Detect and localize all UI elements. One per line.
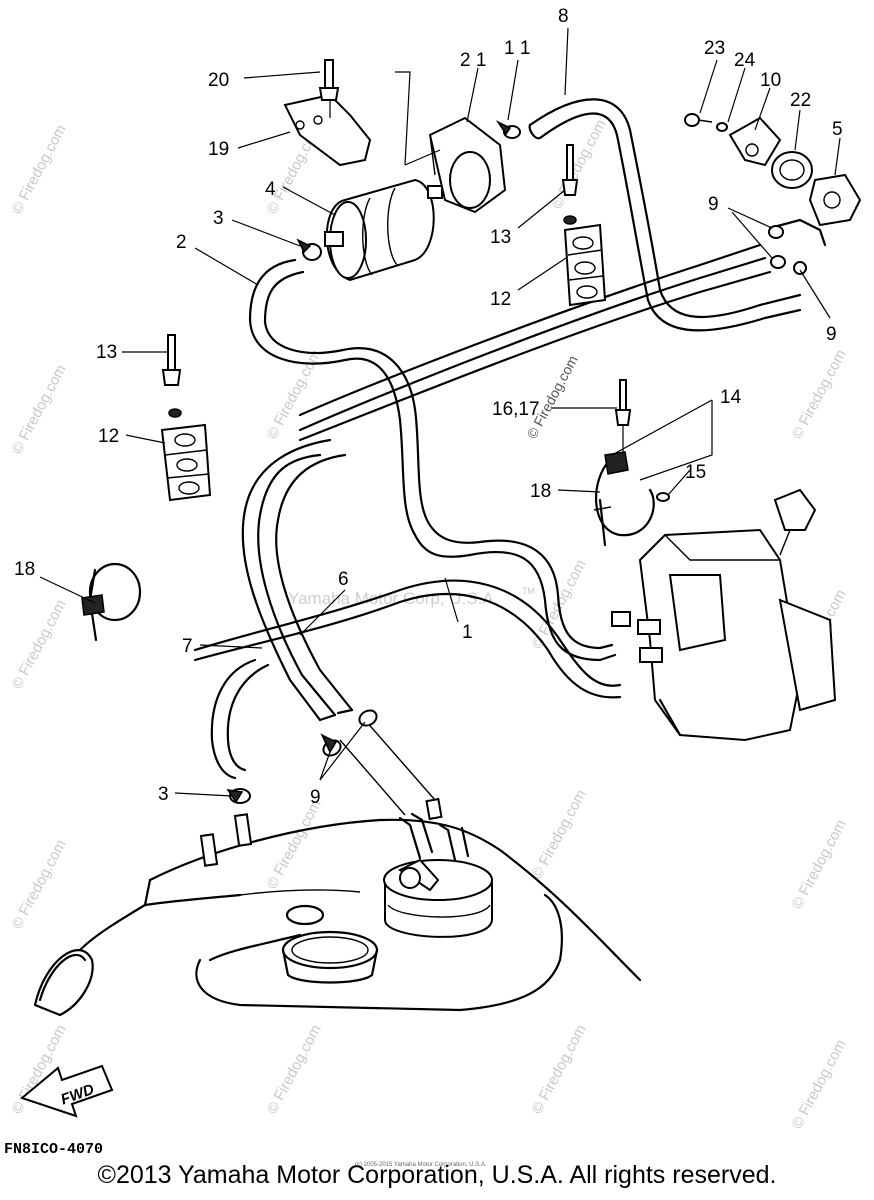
hoses (193, 98, 802, 816)
callout-10: 10 (760, 70, 781, 91)
callout-6: 6 (338, 569, 349, 590)
callout-2: 2 (176, 232, 187, 253)
callout-3: 3 (213, 208, 224, 229)
callout-3: 3 (158, 784, 169, 805)
cable-tie (81, 562, 142, 642)
hose-clamp (296, 238, 322, 261)
callout-9: 9 (826, 324, 837, 345)
tm-mark: TM (522, 586, 535, 596)
callout-18: 18 (14, 559, 35, 580)
watermark: © Firedog.com (9, 362, 70, 457)
callout-18: 18 (530, 481, 551, 502)
callout-13: 13 (490, 227, 511, 248)
hose-clamp (320, 709, 378, 757)
callout-16-17: 16,17 (492, 399, 540, 420)
hose-holder (561, 144, 607, 307)
callout-5: 5 (832, 119, 843, 140)
watermark: © Firedog.com (264, 1022, 325, 1117)
callout-20: 20 (208, 70, 229, 91)
diagram-code: FN8ICO-4070 (4, 1141, 104, 1158)
watermark: © Firedog.com (789, 817, 850, 912)
callout-13: 13 (96, 342, 117, 363)
hose-holder (160, 334, 212, 502)
hose-clamp (495, 120, 521, 139)
hose-clamp (768, 225, 807, 275)
fuel-sender-unit (199, 797, 493, 938)
callout-21: 2 1 (460, 50, 486, 71)
callout-23: 23 (704, 38, 725, 59)
watermark: © Firedog.com (789, 347, 850, 442)
watermark: © Firedog.com (789, 1037, 850, 1132)
watermark: © Firedog.com (9, 837, 70, 932)
callout-12: 12 (490, 289, 511, 310)
callout-24: 24 (734, 50, 756, 71)
callout-12: 12 (98, 426, 119, 447)
watermark: © Firedog.com (9, 597, 70, 692)
leader-lines (39, 27, 841, 797)
watermark: © Firedog.com (264, 797, 325, 892)
callout-19: 19 (208, 139, 229, 160)
fuel-filter (324, 178, 443, 282)
callout-labels: 20 19 2 1 1 1 8 23 24 10 22 5 4 3 2 13 1… (14, 6, 843, 808)
callout-15: 15 (685, 462, 706, 483)
callout-7: 7 (182, 636, 193, 657)
watermark: © Firedog.com (529, 1022, 590, 1117)
fuel-cock (684, 113, 862, 247)
mount-bracket (283, 59, 441, 167)
watermark: © Firedog.com (529, 787, 590, 882)
callout-8: 8 (558, 6, 569, 27)
callout-22: 22 (790, 90, 811, 111)
filter-bracket (428, 116, 507, 214)
callout-11: 1 1 (504, 38, 530, 59)
callout-9: 9 (310, 787, 321, 808)
callout-14: 14 (720, 387, 742, 408)
callout-1: 1 (462, 622, 473, 643)
forward-arrow: FWD (19, 1064, 114, 1118)
callout-4: 4 (265, 179, 276, 200)
watermark: © Firedog.com (524, 353, 581, 442)
cable-tie (593, 379, 670, 547)
copyright-notice: ©2013 Yamaha Motor Corporation, U.S.A. A… (97, 1161, 777, 1189)
carburetor (611, 488, 837, 742)
callout-9: 9 (708, 194, 719, 215)
watermark: © Firedog.com (549, 117, 610, 212)
tiny-copyright: (c) 2005-2015 Yamaha Motor Corporation, … (355, 1162, 487, 1168)
watermark: © Firedog.com (9, 122, 70, 217)
